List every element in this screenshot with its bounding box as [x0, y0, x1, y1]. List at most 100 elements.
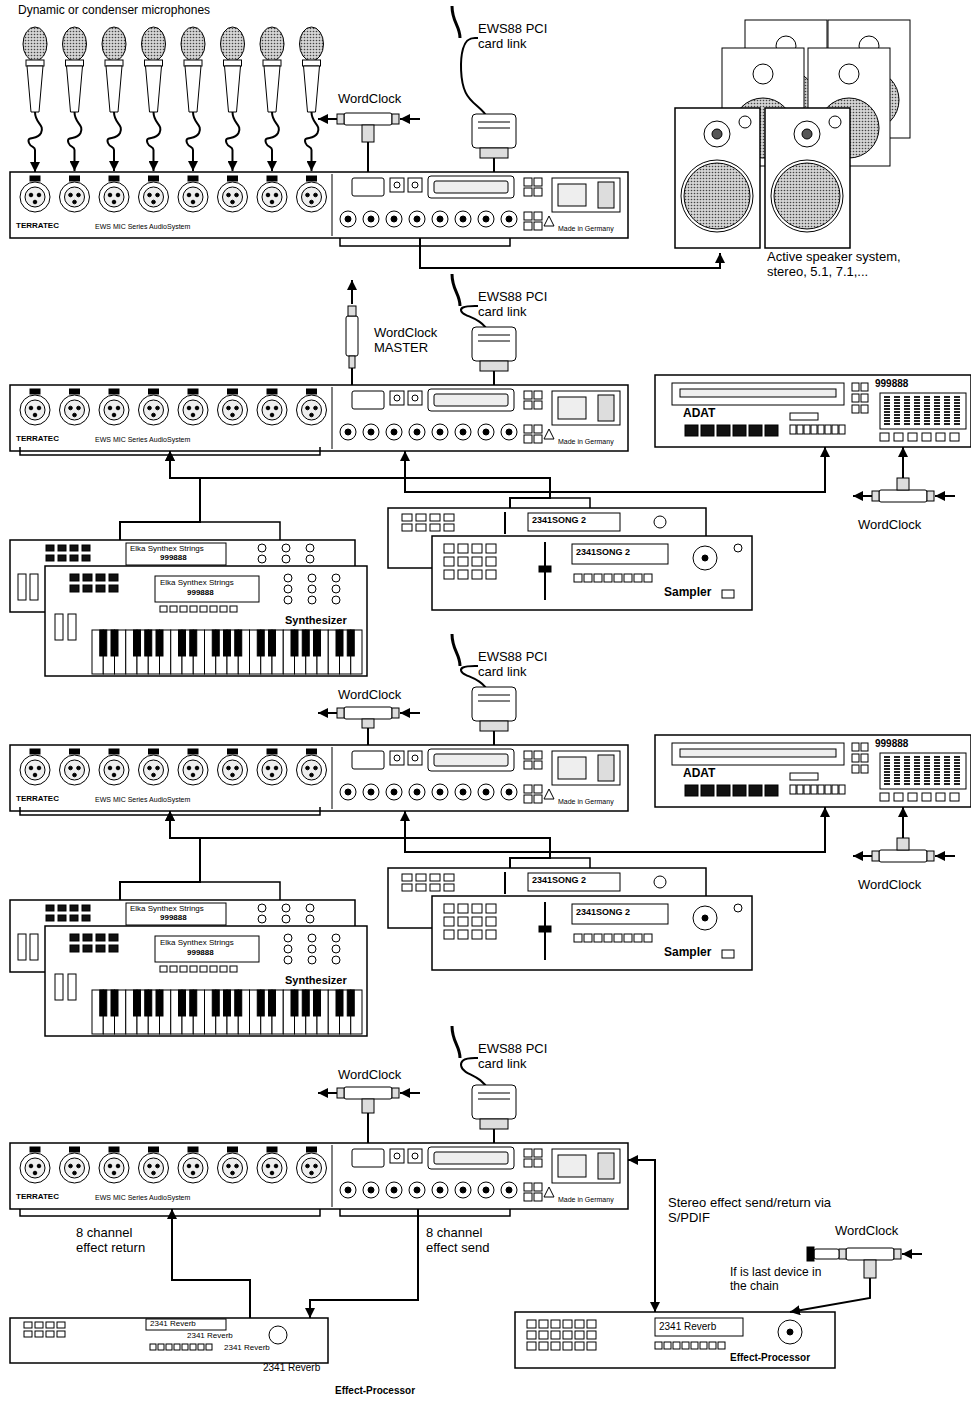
- power-socket: [558, 397, 586, 419]
- bnc-end: [872, 491, 879, 501]
- level-meter: [880, 393, 966, 429]
- key-button: [160, 966, 167, 972]
- key-button: [82, 555, 90, 561]
- key-button: [170, 966, 177, 972]
- effect-processor: [10, 1318, 328, 1363]
- device-label: 2341 Reverb: [150, 1320, 196, 1329]
- switch: [534, 188, 542, 196]
- pci-cable-link: EWS88 PCI card link: [478, 290, 578, 326]
- jack-pin: [69, 1164, 73, 1168]
- digital-port: [390, 391, 404, 405]
- speaker-port: [829, 116, 841, 128]
- switch: [534, 212, 542, 220]
- output-jack: [368, 1187, 374, 1193]
- device-label: WordClock MASTER: [374, 326, 454, 356]
- combo-jack: [178, 395, 208, 425]
- switch: [534, 785, 542, 793]
- device-label: ADAT: [683, 767, 715, 781]
- key-button: [861, 405, 868, 413]
- connector: [120, 811, 200, 900]
- sampler: [432, 536, 752, 610]
- output-jack: [455, 1182, 471, 1198]
- fader-cap: [539, 926, 551, 932]
- black-key: [314, 990, 321, 1016]
- bnc-end: [392, 708, 399, 718]
- jack-pin: [187, 193, 191, 197]
- combo-jack: [297, 395, 327, 425]
- connector: [170, 811, 550, 868]
- microphone-head: [221, 27, 245, 61]
- key-button: [894, 433, 903, 441]
- rack-panel: [10, 1143, 628, 1209]
- switch: [534, 751, 542, 759]
- jack-pin: [195, 1164, 199, 1168]
- key-button: [614, 934, 622, 942]
- meter-bar: [944, 756, 950, 786]
- wordclock-port: [352, 751, 384, 769]
- digital-port: [394, 182, 400, 188]
- key-button: [70, 905, 78, 911]
- bnc-end: [392, 1088, 399, 1098]
- edge-label: If is last device in the chain: [730, 1266, 830, 1294]
- combo-jack: [20, 182, 50, 212]
- jack-pin: [108, 193, 112, 197]
- microphone-ring: [26, 60, 44, 66]
- meter-bar: [884, 396, 890, 426]
- key-button: [587, 1342, 596, 1350]
- wordclock-connector: WordClock: [852, 838, 957, 900]
- key-button: [818, 425, 824, 434]
- microphone-head: [181, 27, 205, 61]
- key-button: [109, 585, 118, 592]
- key-button: [58, 915, 66, 921]
- dsub-plug: [478, 335, 510, 336]
- device-label: EWS88 PCI card link: [478, 22, 568, 52]
- key-button: [70, 574, 79, 581]
- key-button: [584, 934, 592, 942]
- dsub-plug: [480, 1119, 508, 1129]
- knob: [308, 596, 316, 604]
- warning-sign: [544, 1187, 554, 1197]
- key-button: [83, 585, 92, 592]
- digital-port: [394, 395, 400, 401]
- microphone-cable: [107, 112, 120, 150]
- push-tab: [109, 1147, 119, 1152]
- jack-pin: [195, 766, 199, 770]
- combo-jack: [302, 187, 322, 207]
- connector: [170, 451, 550, 508]
- switch: [524, 178, 532, 186]
- power-socket: [558, 1155, 586, 1177]
- black-key: [347, 630, 354, 656]
- dsub-plug: [472, 1085, 516, 1119]
- device-label: 2341SONG 2: [576, 908, 630, 918]
- microphone-ring: [145, 60, 163, 66]
- bnc-tee: [344, 113, 392, 125]
- device-label: Synthesizer: [285, 614, 347, 627]
- bnc-stem: [362, 125, 374, 142]
- tape-slot: [672, 743, 844, 765]
- key-button: [96, 934, 105, 941]
- source-bracket: [550, 858, 590, 868]
- combo-jack: [262, 1158, 282, 1178]
- output-jack: [483, 1187, 489, 1193]
- key-button: [486, 544, 496, 553]
- jack-pin: [148, 406, 152, 410]
- device-label: 999888: [875, 738, 908, 750]
- tape-slot: [680, 389, 836, 397]
- microphone-cable: [265, 112, 278, 150]
- jack-pin: [77, 1164, 81, 1168]
- digital-port: [412, 755, 418, 761]
- power-module: [552, 178, 620, 212]
- black-key: [269, 630, 276, 656]
- switch: [534, 222, 542, 230]
- knob: [284, 956, 292, 964]
- push-tab: [228, 749, 238, 754]
- speaker-woofer: [774, 163, 840, 229]
- jack-pin: [266, 193, 270, 197]
- meter-bar: [904, 396, 910, 426]
- black-key: [212, 990, 219, 1016]
- switch: [534, 1193, 542, 1201]
- device-label: 2341 Reverb: [224, 1344, 270, 1353]
- key-button: [818, 785, 824, 794]
- combo-jack: [144, 760, 164, 780]
- key-button: [70, 585, 79, 592]
